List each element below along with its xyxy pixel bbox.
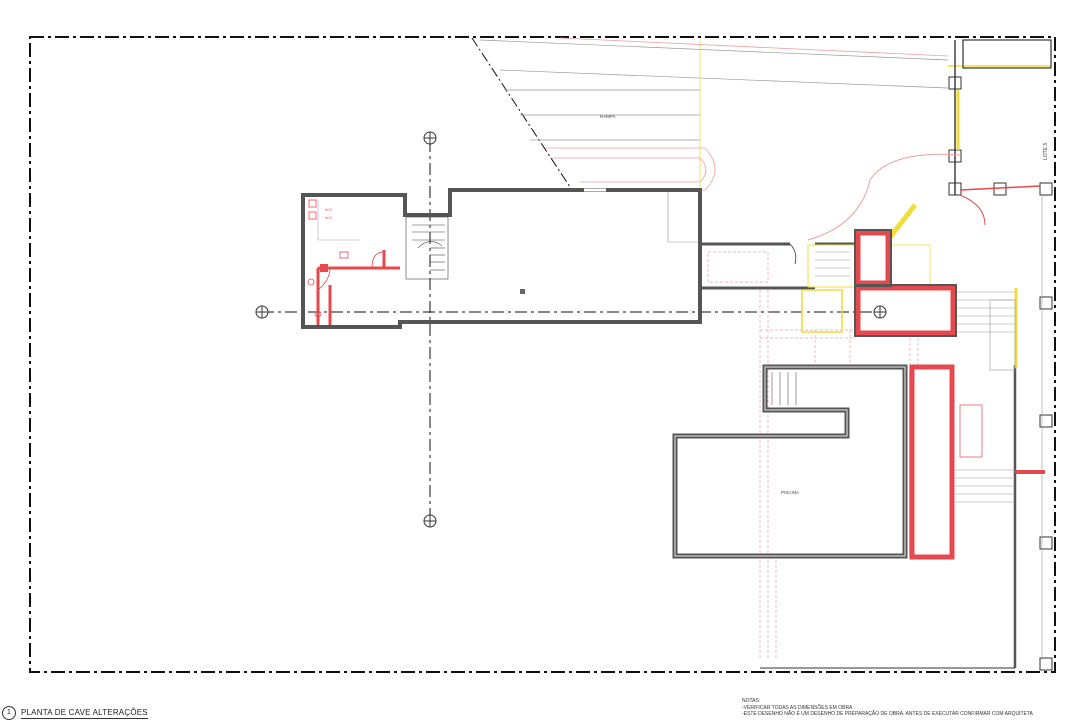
notes-line-1: -VERIFICAR TODAS AS DIMENSÕES EM OBRA: [742, 704, 853, 711]
view-number-badge: 1: [2, 706, 16, 720]
red-box-right: [959, 404, 983, 458]
new-construction-yellow: [801, 203, 1018, 556]
drawing-title-block: 1 PLANTA DE CAVE ALTERAÇÕES: [2, 706, 148, 720]
lot-columns: [948, 76, 1053, 671]
door-swing-icon: [959, 194, 986, 226]
main-building-walls: [301, 188, 702, 329]
demolition-red-walls: [855, 230, 1045, 560]
site-boundary: [29, 36, 1056, 673]
notes-block: NOTAS: -VERIFICAR TODAS AS DIMENSÕES EM …: [742, 698, 1080, 718]
wc-label-1: W.C: [325, 207, 333, 212]
ramp-label: RAMPA: [600, 114, 616, 119]
pool-walls: [672, 364, 908, 559]
corridor-walls: [698, 242, 855, 290]
ramp-area: [479, 39, 949, 141]
stair-icon: [405, 216, 449, 280]
view-title: PLANTA DE CAVE ALTERAÇÕES: [21, 707, 148, 719]
pool-inner-fill: [674, 366, 906, 557]
setback-diagonal: [471, 37, 573, 191]
dashed-demolition-lines: [707, 251, 919, 660]
stair-treads: [815, 251, 1015, 503]
column-icon: [520, 289, 525, 294]
red-lot-line: [959, 185, 1041, 191]
wc-label-2: W.C: [325, 215, 333, 220]
demolition-grey-fill: [854, 229, 957, 337]
pool-label: PISCINA: [781, 490, 799, 495]
section-marker-icon: [255, 131, 887, 528]
door-swing-2: [789, 243, 797, 265]
wc-area: [307, 199, 400, 325]
lot-label: LOTE 5: [1043, 143, 1049, 160]
curved-driveway: [807, 153, 961, 241]
notes-line-2: -ESTE DESENHO NÃO É UM DESENHO DE PREPAR…: [742, 711, 1033, 717]
lot-top-box: [962, 39, 1052, 69]
notes-heading: NOTAS:: [742, 698, 761, 704]
grey-box-right: [989, 299, 1016, 371]
pool-steps: [771, 372, 797, 405]
